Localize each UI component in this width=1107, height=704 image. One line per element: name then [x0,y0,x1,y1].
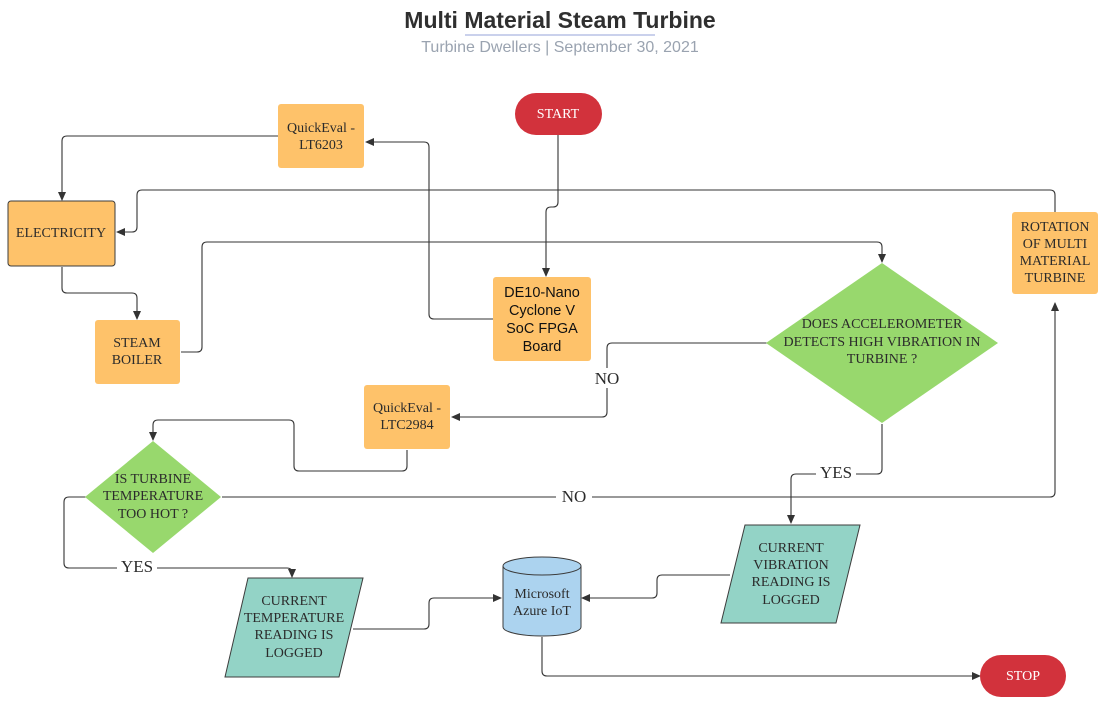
azure-label-line2: Azure IoT [513,604,571,619]
rotation-label-line4: TURBINE [1025,271,1086,286]
fpga-label-line2: Cyclone V [509,303,575,319]
rotation-label-line1: ROTATION [1021,220,1090,235]
steam-boiler-label-line1: STEAM [113,336,161,351]
electricity-label: ELECTRICITY [16,226,106,241]
quickeval-ltc2984-label-line2: LTC2984 [380,418,433,433]
page-title: Multi Material Steam Turbine [404,7,715,33]
temperature-log-node[interactable]: CURRENT TEMPERATURE READING IS LOGGED [224,577,364,678]
fpga-label-line4: Board [523,339,562,355]
edge-lt6203-to-electricity [58,135,278,201]
temperature-log-label-line1: CURRENT [261,594,327,609]
electricity-node[interactable]: ELECTRICITY [7,200,116,267]
azure-iot-database[interactable]: Microsoft Azure IoT [502,556,582,637]
accelerometer-label-line1: DOES ACCELEROMETER [802,317,963,332]
edge-boiler-to-accelerometer [181,241,886,353]
edge-vibrationlog-to-azure [581,574,730,602]
vibration-log-label-line2: VIBRATION [753,558,828,573]
edge-label-accel-yes: YES [820,463,852,482]
accelerometer-label-line3: TURBINE ? [847,352,917,367]
temperature-log-label-line3: READING IS [255,628,334,643]
start-terminal[interactable]: START [515,93,602,135]
edge-electricity-to-boiler [61,267,141,320]
vibration-log-label-line1: CURRENT [758,541,824,556]
vibration-log-label-line3: READING IS [752,575,831,590]
azure-label-line1: Microsoft [514,587,569,602]
temperature-log-label-line4: LOGGED [265,646,323,661]
page-subtitle: Turbine Dwellers | September 30, 2021 [421,39,699,56]
temperature-label-line2: TEMPERATURE [103,489,203,504]
edge-rotation-to-electricity [116,189,1056,236]
edge-templog-to-azure [353,594,502,630]
edge-temp-yes-to-log [63,496,296,578]
temperature-decision[interactable]: IS TURBINE TEMPERATURE TOO HOT ? [85,441,221,553]
start-label: START [537,107,580,122]
rotation-label-line3: MATERIAL [1020,254,1091,269]
vibration-log-label-line4: LOGGED [762,593,820,608]
edge-start-to-fpga [542,134,559,277]
fpga-board-node[interactable]: DE10-Nano Cyclone V SoC FPGA Board [493,277,591,361]
quickeval-ltc2984-node[interactable]: QuickEval - LTC2984 [364,385,450,449]
fpga-label-line1: DE10-Nano [504,285,580,301]
rotation-label-line2: OF MULTI [1023,237,1088,252]
database-icon [502,556,582,576]
edge-labels: NO YES NO YES [117,368,856,577]
edge-azure-to-stop [541,637,981,680]
vibration-log-node[interactable]: CURRENT VIBRATION READING IS LOGGED [720,524,861,624]
edge-fpga-to-lt6203 [365,138,493,320]
steam-boiler-node[interactable]: STEAM BOILER [95,320,180,384]
connectors [58,134,1059,680]
accelerometer-label-line2: DETECTS HIGH VIBRATION IN [784,335,981,350]
stop-label: STOP [1006,669,1040,684]
quickeval-lt6203-label-line1: QuickEval - [287,121,355,136]
rotation-node[interactable]: ROTATION OF MULTI MATERIAL TURBINE [1012,212,1098,294]
quickeval-lt6203-label-line2: LT6203 [299,138,343,153]
edge-temp-no-to-rotation [222,302,1059,498]
edge-ltc2984-to-temperature [149,419,408,472]
temperature-log-label-line2: TEMPERATURE [244,611,344,626]
steam-boiler-label-line2: BOILER [112,353,163,368]
accelerometer-decision[interactable]: DOES ACCELEROMETER DETECTS HIGH VIBRATIO… [766,263,998,423]
quickeval-ltc2984-label-line1: QuickEval - [373,401,441,416]
temperature-label-line1: IS TURBINE [115,472,191,487]
edge-label-accel-no: NO [595,369,620,388]
quickeval-lt6203-node[interactable]: QuickEval - LT6203 [278,104,364,168]
edge-label-temp-no: NO [562,487,587,506]
stop-terminal[interactable]: STOP [980,655,1066,697]
fpga-label-line3: SoC FPGA [506,321,578,337]
temperature-label-line3: TOO HOT ? [118,507,188,522]
edge-label-temp-yes: YES [121,557,153,576]
